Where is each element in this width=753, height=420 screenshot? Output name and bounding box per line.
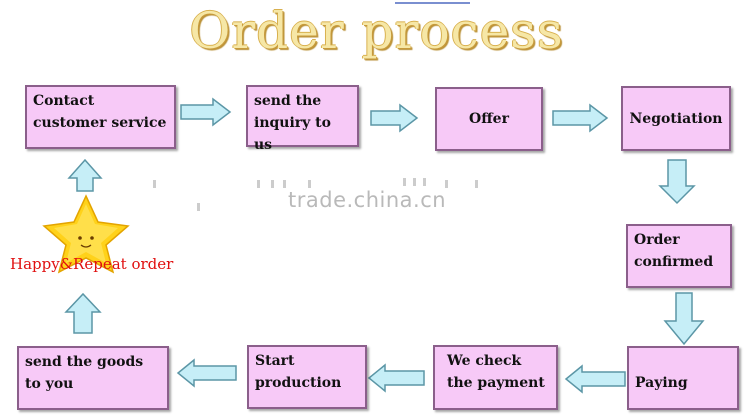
title-accent-line (395, 2, 470, 4)
step-paying: Paying (627, 346, 739, 410)
arrow-down-icon (658, 159, 696, 205)
star-smiley-icon (42, 194, 130, 274)
step-send-goods: send the goods to you (17, 346, 169, 410)
arrow-left-icon (367, 363, 425, 393)
arrow-up-icon (67, 158, 103, 192)
arrow-left-icon (564, 364, 626, 394)
arrow-down-icon (663, 292, 705, 346)
arrow-left-icon (176, 358, 237, 388)
happy-repeat-order-label: Happy&Repeat order (10, 255, 174, 273)
step-negotiation: Negotiation (621, 86, 731, 151)
watermark-artifacts (145, 175, 490, 215)
arrow-right-icon (552, 103, 609, 133)
arrow-right-icon (180, 97, 232, 127)
arrow-up-icon (64, 292, 102, 334)
watermark: trade.china.cn (288, 188, 447, 212)
step-start-production: Start production (247, 345, 367, 409)
arrow-right-icon (370, 103, 419, 133)
step-we-check-payment: We check the payment (433, 345, 558, 410)
step-contact-customer-service: Contact customer service (25, 85, 176, 149)
step-offer: Offer (435, 87, 543, 151)
step-order-confirmed: Order confirmed (626, 224, 732, 288)
step-send-inquiry: send the inquiry to us (246, 85, 359, 153)
page-title: Order process (189, 2, 564, 60)
